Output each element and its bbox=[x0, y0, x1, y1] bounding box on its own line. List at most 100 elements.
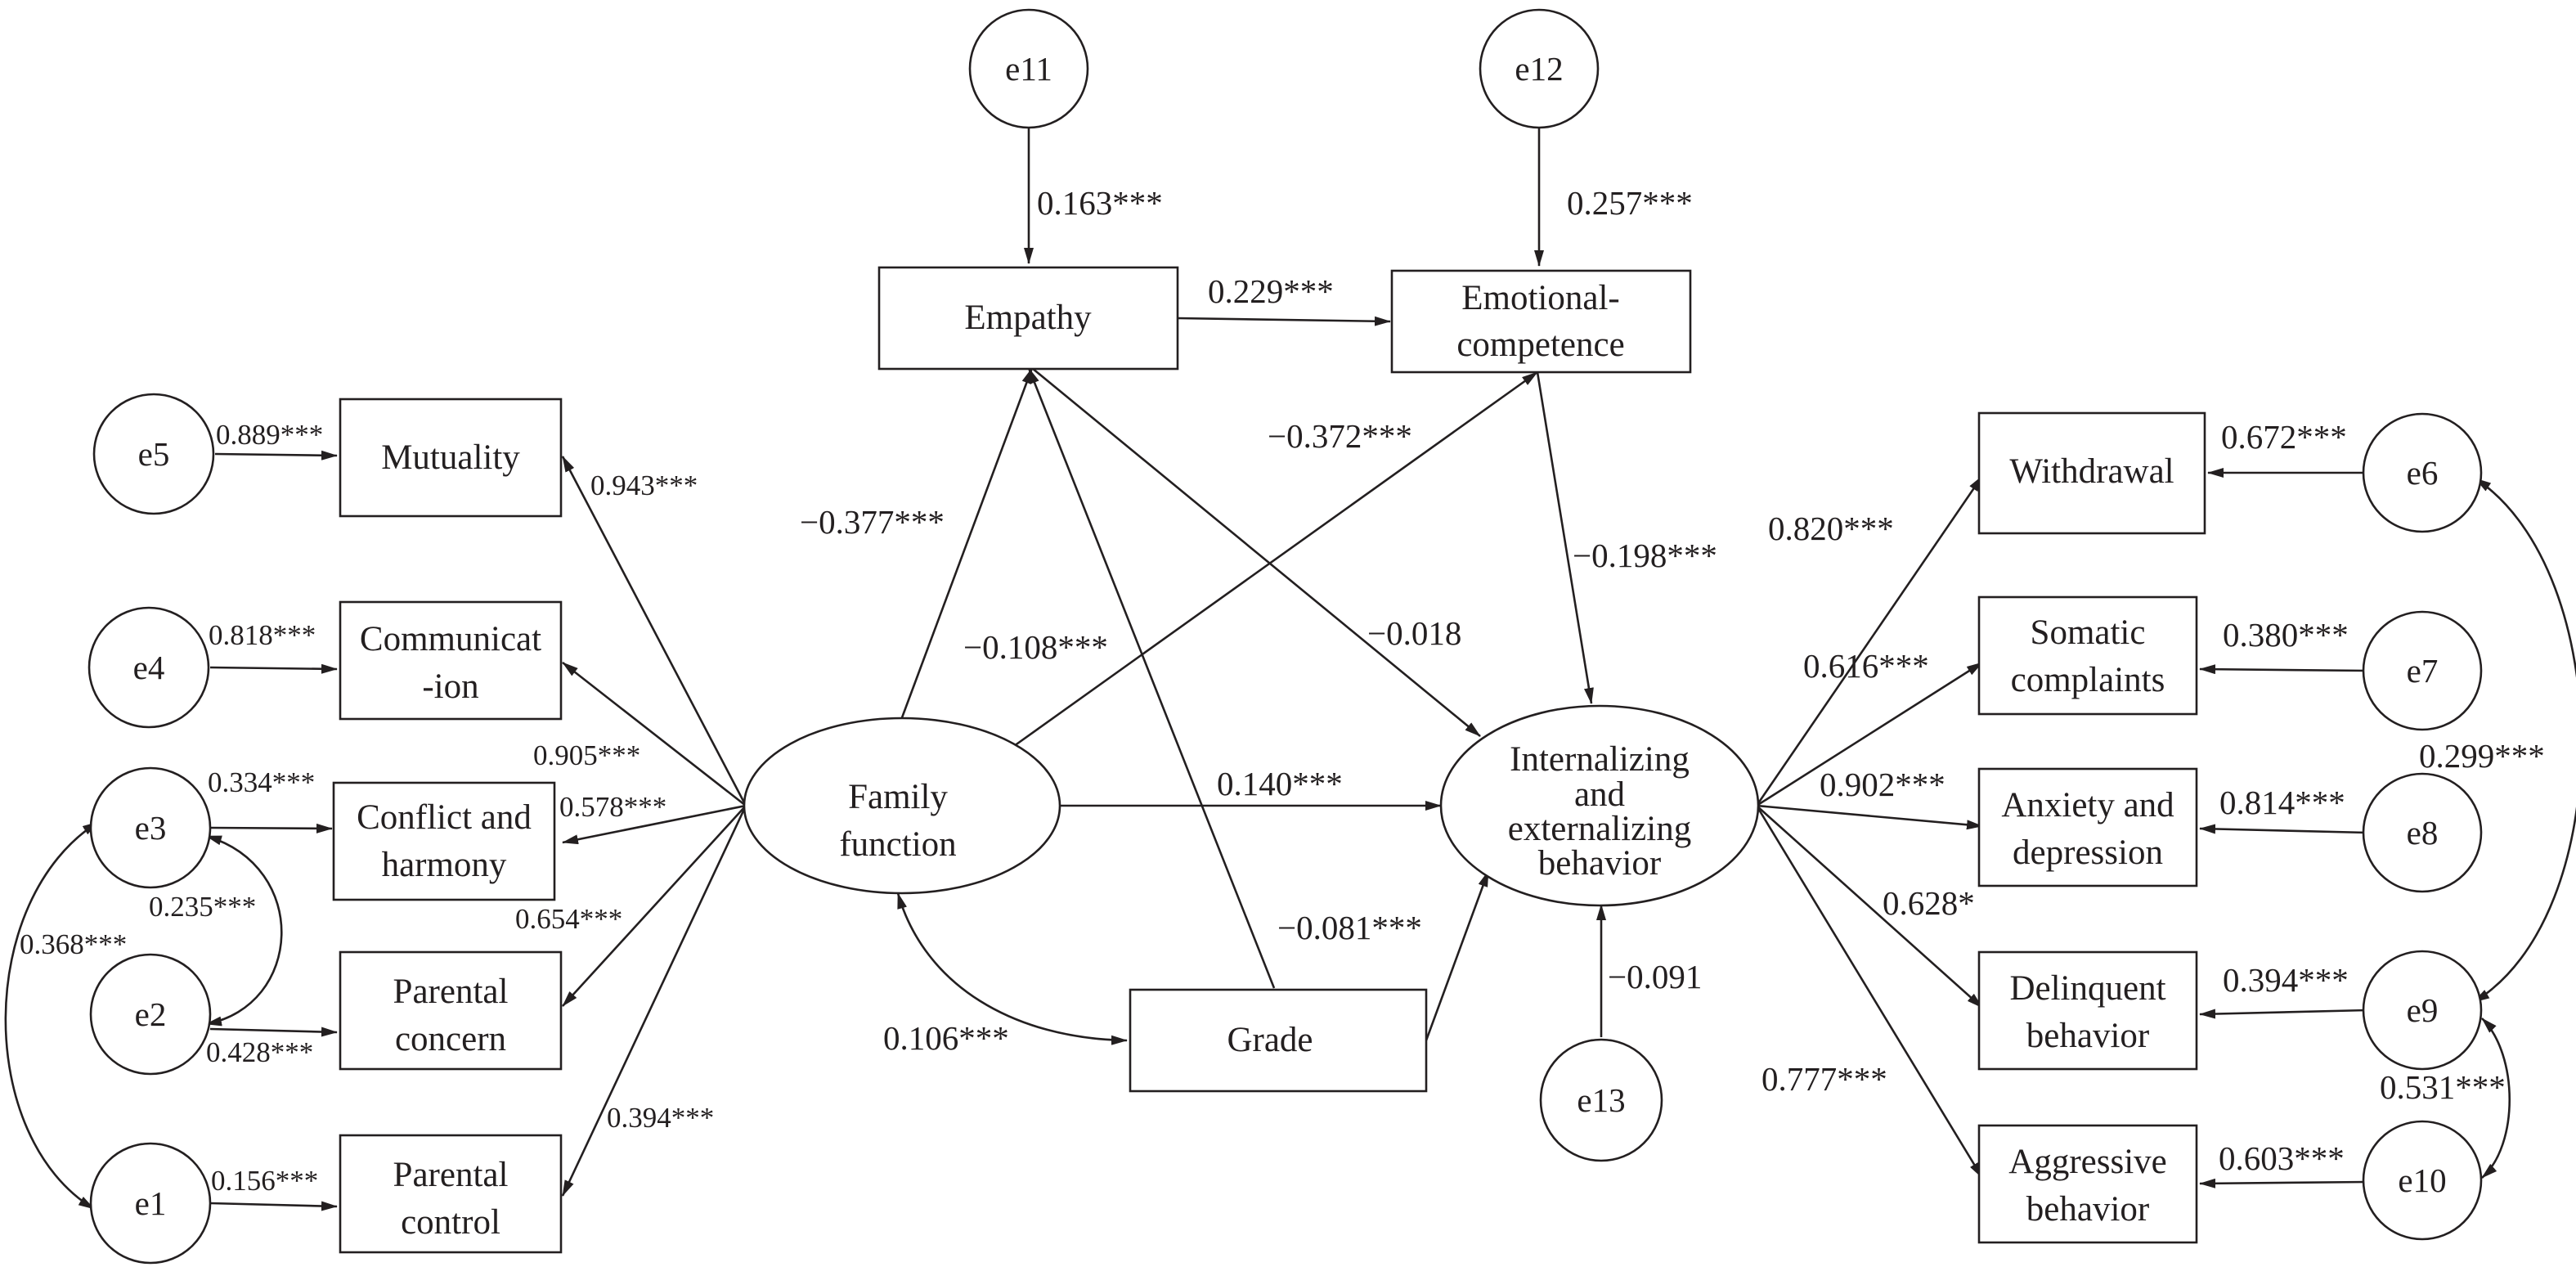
edge-e3-conflict bbox=[209, 823, 333, 833]
edge-behavior-withdrawal bbox=[1755, 475, 1984, 806]
coefficients: 0.163*** 0.257*** 0.229*** −0.377*** −0.… bbox=[20, 184, 2545, 1197]
withdrawal-node: Withdrawal bbox=[1977, 411, 2206, 535]
edge-e8-anxiety bbox=[2199, 824, 2368, 834]
behavior-label-3: externalizing bbox=[1508, 810, 1691, 848]
conflict-harmony-label-2: harmony bbox=[382, 846, 507, 884]
empathy-label: Empathy bbox=[964, 299, 1092, 337]
delinquent-behavior-node: Delinquent behavior bbox=[1977, 950, 2198, 1071]
coef-family-empathy: −0.377*** bbox=[800, 503, 945, 541]
e3-label: e3 bbox=[135, 809, 167, 847]
e12-node: e12 bbox=[1479, 8, 1600, 129]
coef-e8-anxiety: 0.814*** bbox=[2219, 784, 2345, 821]
coef-e13-behavior: −0.091 bbox=[1608, 958, 1702, 995]
e12-label: e12 bbox=[1515, 50, 1563, 88]
mutuality-label: Mutuality bbox=[381, 438, 520, 477]
conflict-harmony-node: Conflict and harmony bbox=[332, 781, 556, 901]
behavior-label-1: Internalizing bbox=[1510, 740, 1690, 779]
e13-node: e13 bbox=[1539, 1038, 1663, 1162]
emotional-competence-node: Emotional- competence bbox=[1390, 269, 1692, 374]
edge-e3-e2 bbox=[205, 834, 283, 1027]
e7-label: e7 bbox=[2407, 652, 2439, 690]
coef-e3-conflict: 0.334*** bbox=[208, 766, 315, 798]
communication-label-2: -ion bbox=[422, 667, 478, 706]
edge-behavior-delinquent bbox=[1756, 805, 1983, 1009]
coef-e6-withdrawal: 0.672*** bbox=[2221, 418, 2347, 456]
coef-behavior-delinquent: 0.628* bbox=[1883, 884, 1975, 922]
coef-behavior-aggressive: 0.777*** bbox=[1761, 1060, 1887, 1098]
coef-family-control: 0.394*** bbox=[607, 1102, 714, 1134]
edge-e9-e10 bbox=[2481, 1018, 2511, 1179]
e11-node: e11 bbox=[968, 8, 1089, 129]
parental-concern-label-2: concern bbox=[395, 1020, 506, 1058]
e11-label: e11 bbox=[1005, 50, 1052, 88]
edge-e7-somatic bbox=[2199, 664, 2368, 675]
conflict-harmony-label-1: Conflict and bbox=[357, 798, 532, 837]
edge-e5-mutuality bbox=[214, 450, 338, 461]
somatic-complaints-label-1: Somatic bbox=[2031, 613, 2146, 652]
anxiety-depression-label-2: depression bbox=[2013, 833, 2163, 872]
aggressive-behavior-node: Aggressive behavior bbox=[1977, 1124, 2198, 1244]
behavior-label-4: behavior bbox=[1538, 844, 1661, 883]
parental-concern-label-1: Parental bbox=[393, 973, 509, 1011]
empathy-node: Empathy bbox=[877, 266, 1179, 371]
coef-e3-e1: 0.368*** bbox=[20, 928, 127, 960]
communication-node: Communicat -ion bbox=[339, 600, 563, 721]
edge-family-mutuality bbox=[561, 456, 747, 806]
e2-node: e2 bbox=[89, 953, 212, 1076]
coef-behavior-withdrawal: 0.820*** bbox=[1768, 510, 1894, 547]
e10-label: e10 bbox=[2398, 1161, 2446, 1199]
coef-family-conflict: 0.578*** bbox=[559, 791, 666, 823]
coef-family-concern: 0.654*** bbox=[515, 903, 622, 935]
coef-e5-mutuality: 0.889*** bbox=[216, 419, 323, 451]
edge-family-emotional bbox=[1013, 371, 1538, 748]
emotional-competence-label-2: competence bbox=[1456, 326, 1624, 364]
edge-family-grade bbox=[896, 892, 1128, 1045]
e13-label: e13 bbox=[1577, 1081, 1625, 1119]
mutuality-node: Mutuality bbox=[339, 398, 563, 518]
coef-e12-emotional: 0.257*** bbox=[1567, 184, 1693, 222]
e5-label: e5 bbox=[138, 435, 170, 473]
edge-behavior-somatic bbox=[1756, 661, 1983, 807]
delinquent-behavior-label-1: Delinquent bbox=[2009, 969, 2165, 1008]
edge-e9-delinquent bbox=[2199, 1009, 2368, 1019]
coef-e11-empathy: 0.163*** bbox=[1037, 184, 1163, 222]
edge-e4-communication bbox=[209, 663, 338, 674]
coef-empathy-behavior: −0.018 bbox=[1367, 614, 1461, 652]
anxiety-depression-label-1: Anxiety and bbox=[2001, 786, 2174, 824]
aggressive-behavior-label-2: behavior bbox=[2026, 1190, 2149, 1229]
coef-e2-concern: 0.428*** bbox=[206, 1036, 313, 1068]
parental-control-label-2: control bbox=[401, 1203, 500, 1242]
e10-node: e10 bbox=[2362, 1120, 2483, 1241]
coef-behavior-anxiety: 0.902*** bbox=[1820, 766, 1945, 803]
edge-behavior-anxiety bbox=[1756, 804, 1983, 830]
edge-family-empathy bbox=[900, 367, 1034, 721]
e4-node: e4 bbox=[88, 606, 210, 729]
coef-e3-e2: 0.235*** bbox=[149, 891, 256, 923]
family-function-label-2: function bbox=[839, 825, 956, 864]
somatic-complaints-label-2: complaints bbox=[2011, 661, 2165, 699]
nodes: Empathy Emotional- competence Grade Mutu… bbox=[88, 8, 2483, 1265]
edge-e3-e1 bbox=[4, 820, 99, 1211]
edge-empathy-emotional bbox=[1177, 316, 1391, 326]
coef-family-mutuality: 0.943*** bbox=[590, 470, 698, 501]
behavior-node: Internalizing and externalizing behavior bbox=[1439, 704, 1760, 907]
coef-e1-control: 0.156*** bbox=[211, 1165, 318, 1197]
parental-control-label-1: Parental bbox=[393, 1156, 509, 1194]
e9-label: e9 bbox=[2407, 991, 2439, 1029]
edge-grade-behavior bbox=[1425, 870, 1490, 1041]
edge-e1-control bbox=[209, 1201, 338, 1211]
edge-behavior-aggressive bbox=[1755, 805, 1984, 1179]
coef-family-emotional: −0.372*** bbox=[1268, 417, 1412, 455]
coef-grade-empathy: −0.108*** bbox=[963, 628, 1108, 666]
e6-node: e6 bbox=[2362, 412, 2483, 533]
coef-empathy-emotional: 0.229*** bbox=[1208, 272, 1334, 310]
withdrawal-label: Withdrawal bbox=[2009, 452, 2174, 491]
coef-e10-aggressive: 0.603*** bbox=[2219, 1139, 2345, 1177]
e6-label: e6 bbox=[2407, 454, 2439, 492]
edge-emotional-behavior bbox=[1536, 371, 1594, 704]
e7-node: e7 bbox=[2362, 610, 2483, 731]
parental-control-node: Parental control bbox=[339, 1134, 563, 1254]
e1-label: e1 bbox=[135, 1184, 167, 1222]
family-function-node: Family function bbox=[743, 717, 1061, 895]
